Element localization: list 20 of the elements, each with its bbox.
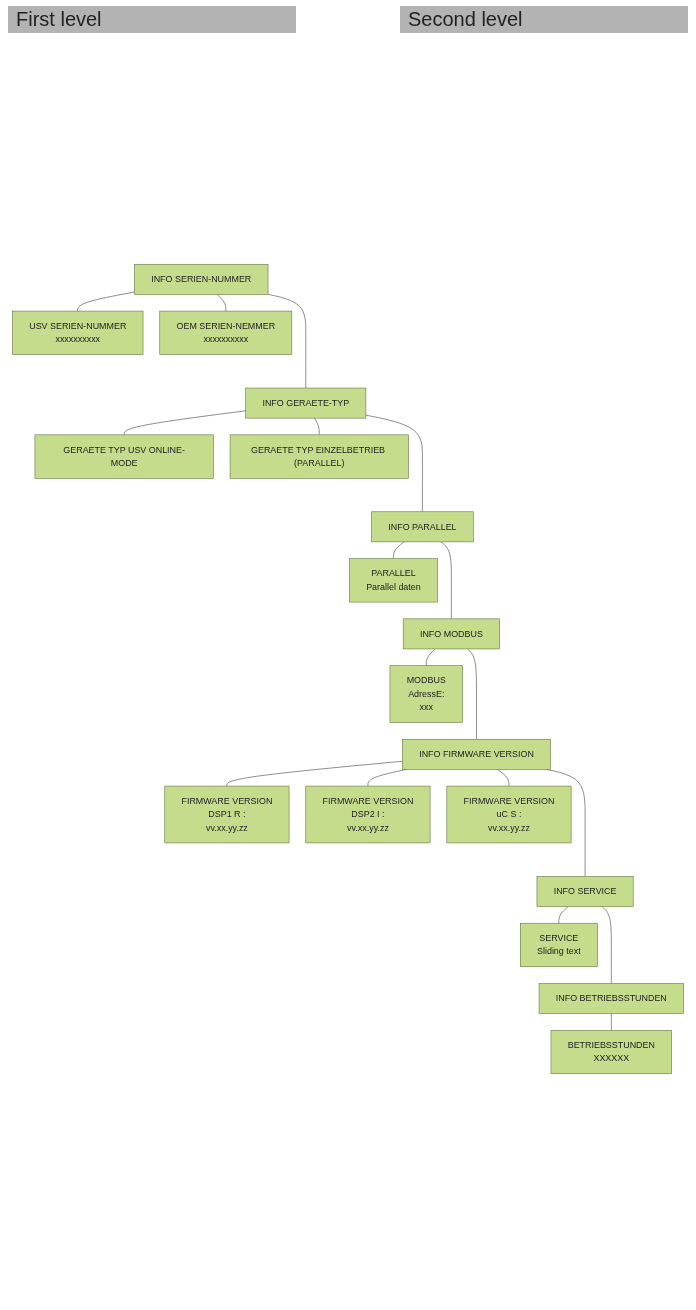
node-box: FIRMWARE VERSION DSP1 R : vv.xx.yy.zz [164,785,290,844]
node-box: PARALLEL Parallel daten [349,558,438,603]
node-box: USV SERIEN-NUMMER xxxxxxxxxx [12,310,144,355]
node-box: MODBUS AdressE: xxx [389,665,463,723]
node-box: INFO SERVICE [536,876,634,907]
node-box: SERVICE Sliding text [520,922,598,967]
node-box: OEM SERIEN-NEMMER xxxxxxxxxx [159,310,293,355]
node-box: INFO BETRIEBSSTUNDEN [538,983,684,1014]
column-header: First level [8,6,296,33]
node-box: INFO PARALLEL [371,511,474,543]
node-box: INFO MODBUS [402,618,500,650]
node-box: INFO SERIEN-NUMMER [134,263,269,295]
column-header: Second level [400,6,688,33]
node-box: GERAETE TYP EINZELBETRIEB (PARALLEL) [229,434,409,479]
node-box: INFO GERAETE-TYP [245,387,367,419]
node-box: INFO FIRMWARE VERSION [402,738,551,770]
node-box: FIRMWARE VERSION DSP2 I : vv.xx.yy.zz [305,785,431,844]
node-box: GERAETE TYP USV ONLINE-MODE [34,434,214,479]
node-box: FIRMWARE VERSION uC S : vv.xx.yy.zz [446,785,572,844]
node-box: BETRIEBSSTUNDEN XXXXXX [550,1030,672,1075]
